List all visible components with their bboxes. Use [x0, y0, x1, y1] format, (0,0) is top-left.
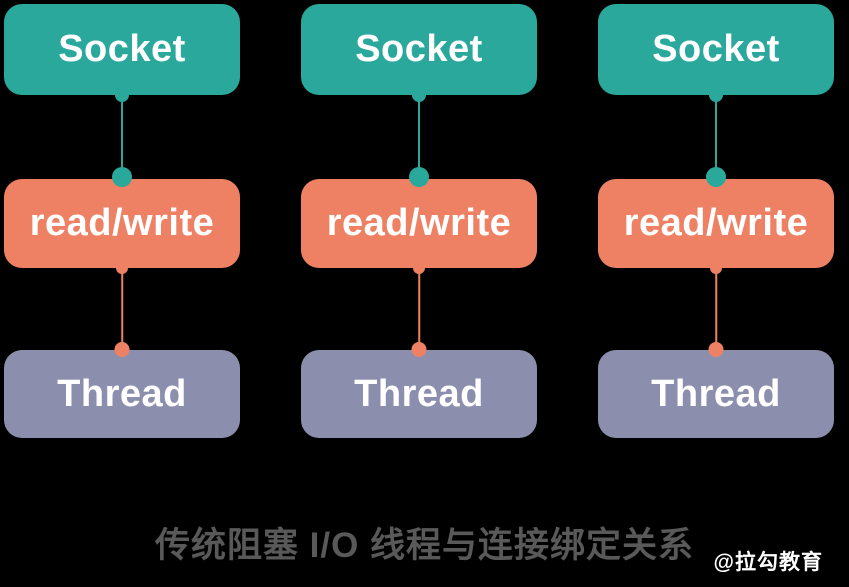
thread-label: Thread — [57, 372, 187, 415]
connector-start-dot — [412, 88, 426, 102]
connector-line — [121, 95, 123, 179]
connector-line — [418, 95, 420, 179]
connector-end-dot — [706, 167, 726, 187]
connector-line — [715, 268, 717, 350]
readwrite-box: read/write — [598, 179, 834, 268]
flow-column-3: Socket read/write Thread — [598, 0, 834, 587]
readwrite-label: read/write — [326, 202, 512, 244]
readwrite-label: read/write — [29, 202, 215, 244]
thread-box: Thread — [301, 350, 537, 438]
connector-socket-readwrite — [4, 88, 240, 187]
connector-readwrite-thread — [301, 262, 537, 357]
socket-label: Socket — [355, 28, 483, 70]
connector-end-dot — [409, 167, 429, 187]
socket-box: Socket — [301, 4, 537, 95]
connector-start-dot — [116, 262, 128, 274]
connector-readwrite-thread — [4, 262, 240, 357]
connector-start-dot — [710, 262, 722, 274]
watermark-text: @拉勾教育 — [713, 551, 823, 574]
socket-box: Socket — [598, 4, 834, 95]
socket-box: Socket — [4, 4, 240, 95]
readwrite-box: read/write — [4, 179, 240, 268]
thread-box: Thread — [4, 350, 240, 438]
connector-start-dot — [413, 262, 425, 274]
socket-label: Socket — [652, 28, 780, 70]
thread-box: Thread — [598, 350, 834, 438]
connector-socket-readwrite — [598, 88, 834, 187]
connector-line — [418, 268, 420, 350]
connector-end-dot — [114, 342, 130, 357]
readwrite-label: read/write — [623, 202, 809, 244]
connector-line — [715, 95, 717, 179]
connector-end-dot — [708, 342, 724, 357]
connector-start-dot — [709, 88, 723, 102]
connector-line — [121, 268, 123, 350]
thread-label: Thread — [651, 372, 781, 415]
flow-column-2: Socket read/write Thread — [301, 0, 537, 587]
diagram-caption: 传统阻塞 I/O 线程与连接绑定关系 — [154, 526, 695, 565]
connector-readwrite-thread — [598, 262, 834, 357]
socket-label: Socket — [58, 28, 186, 70]
flow-column-1: Socket read/write Thread — [4, 0, 240, 587]
connector-socket-readwrite — [301, 88, 537, 187]
readwrite-box: read/write — [301, 179, 537, 268]
connector-end-dot — [411, 342, 427, 357]
thread-label: Thread — [354, 372, 484, 415]
connector-start-dot — [115, 88, 129, 102]
connector-end-dot — [112, 167, 132, 187]
